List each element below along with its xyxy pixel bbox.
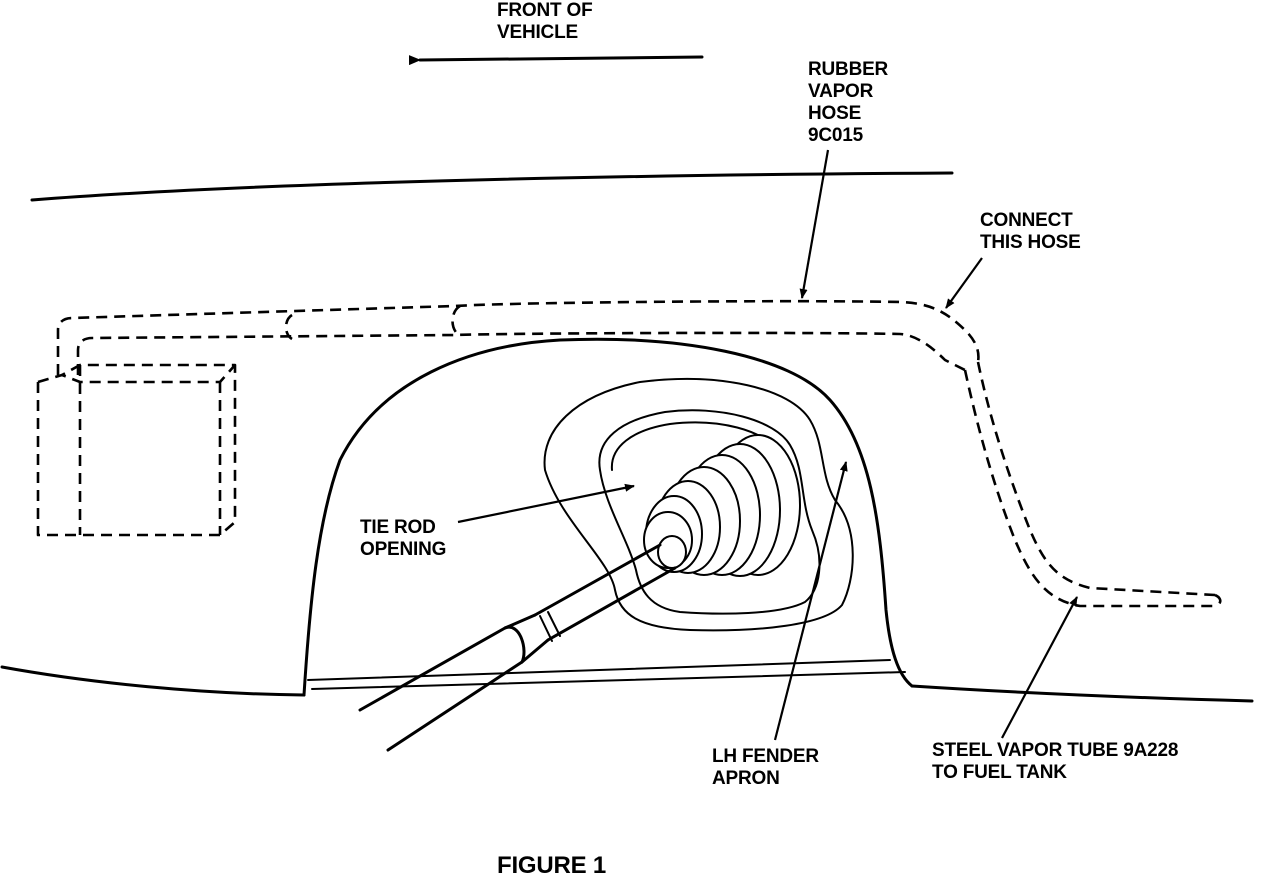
apron-bottom-rail [307, 659, 891, 681]
tie-rod-boot [643, 434, 801, 577]
leader-rubber-hose [799, 149, 830, 299]
label-tie-rod-opening-line1: TIE ROD [360, 517, 436, 538]
fender-apron-outline [302, 337, 914, 697]
figure-caption: FIGURE 1 [497, 852, 607, 879]
label-front-of-vehicle-line1: FRONT OF [497, 0, 593, 21]
label-rubber-vapor-hose-line2: VAPOR [808, 81, 874, 102]
label-tie-rod-opening-line2: OPENING [360, 539, 447, 560]
label-steel-vapor-tube: STEEL VAPOR TUBE 9A228 TO FUEL TANK [932, 740, 1178, 784]
leader-connect-hose [945, 257, 983, 309]
tie-rod [358, 543, 677, 752]
label-connect-this-hose: CONNECT THIS HOSE [980, 210, 1081, 254]
body-lower-line-left [0, 665, 306, 697]
label-steel-vapor-tube-line2: TO FUEL TANK [932, 762, 1067, 783]
label-rubber-vapor-hose-line3: HOSE [808, 103, 862, 124]
vapor-canister [36, 363, 237, 537]
label-lh-fender-apron: LH FENDER APRON [712, 746, 819, 790]
leader-fender-apron [773, 461, 848, 741]
body-top-line [30, 171, 954, 202]
label-tie-rod-opening: TIE ROD OPENING [360, 517, 446, 561]
body-lower-line-right [910, 684, 1254, 703]
steel-vapor-tube [963, 361, 1222, 608]
label-front-of-vehicle: FRONT OF VEHICLE [497, 0, 593, 44]
label-lh-fender-apron-line2: APRON [712, 768, 780, 789]
label-lh-fender-apron-line1: LH FENDER [712, 746, 819, 767]
label-rubber-vapor-hose-line1: RUBBER [808, 59, 889, 80]
leader-steel-tube [1001, 596, 1078, 739]
label-steel-vapor-tube-line1: STEEL VAPOR TUBE 9A228 [932, 740, 1179, 761]
leader-tie-rod [457, 483, 635, 524]
label-rubber-vapor-hose-line4: 9C015 [808, 125, 863, 146]
tie-rod-opening-outer [543, 378, 854, 632]
label-rubber-vapor-hose: RUBBER VAPOR HOSE 9C015 [808, 59, 888, 147]
label-connect-this-hose-line2: THIS HOSE [980, 232, 1081, 253]
rubber-vapor-hose [56, 299, 980, 375]
label-connect-this-hose-line1: CONNECT [980, 210, 1073, 231]
label-front-of-vehicle-line2: VEHICLE [497, 22, 578, 43]
apron-bottom-rail-2 [311, 671, 906, 690]
front-direction-arrow [408, 55, 704, 66]
